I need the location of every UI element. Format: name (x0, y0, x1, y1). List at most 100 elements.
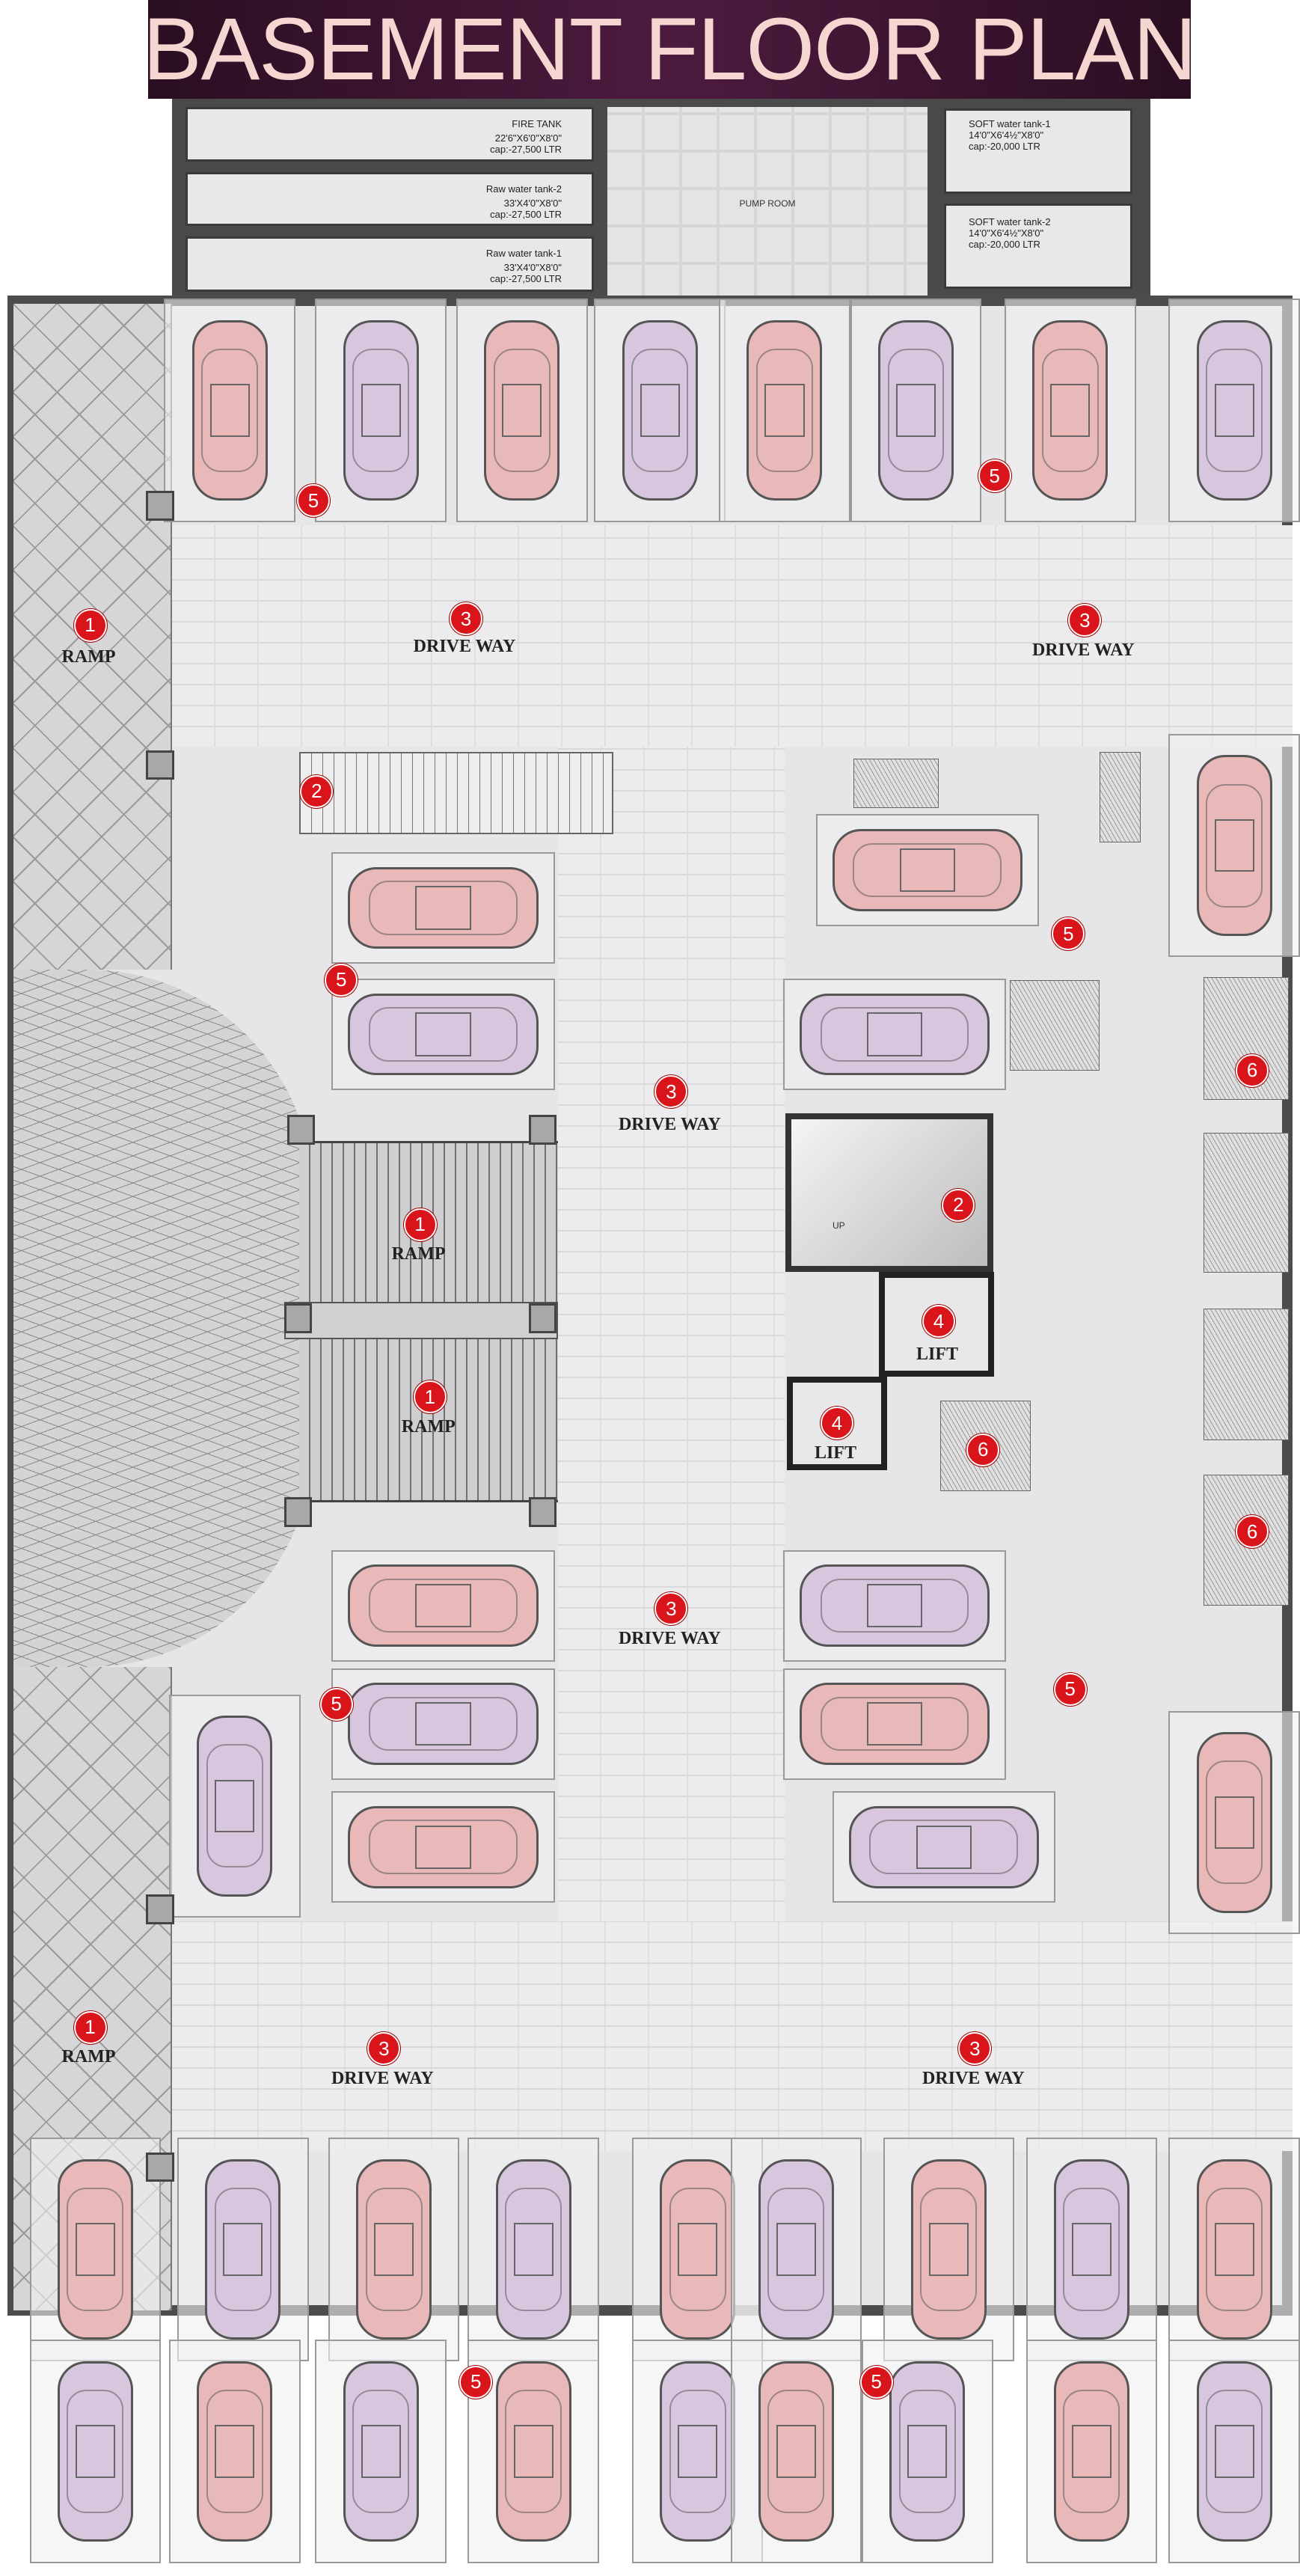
raw-water-tank-2: Raw water tank-2 33'X4'0"X8'0"cap:-27,500… (186, 172, 594, 226)
marker-1: 1 (403, 1208, 437, 1241)
hatch-area (1100, 752, 1141, 842)
car (848, 1805, 1040, 1888)
car (348, 993, 539, 1076)
car (799, 1683, 990, 1766)
column (146, 2152, 174, 2182)
column (283, 1497, 312, 1527)
car (495, 2159, 571, 2340)
pump-room-label: PUMP ROOM (739, 198, 796, 209)
marker-6: 6 (966, 1433, 1000, 1466)
marker-5: 5 (1052, 917, 1085, 951)
marker-5: 5 (319, 1687, 353, 1721)
marker-2: 2 (300, 774, 334, 808)
tank-name: Raw water tank-1 (485, 248, 562, 259)
car (57, 2159, 133, 2340)
car (758, 2159, 834, 2340)
car (1196, 2159, 1272, 2340)
left-staircase (299, 752, 613, 834)
hatch-area (1203, 1133, 1289, 1273)
page-title: BASEMENT FLOOR PLAN (142, 0, 1197, 99)
car (343, 2361, 419, 2542)
tank-capacity: cap:-20,000 LTR (969, 141, 1040, 152)
tank-capacity: cap:-27,500 LTR (490, 273, 562, 284)
marker-1: 1 (413, 1380, 447, 1414)
marker-label: DRIVE WAY (618, 1628, 721, 1648)
marker-3: 3 (654, 1592, 688, 1626)
car (205, 2159, 281, 2340)
car (758, 2361, 834, 2542)
column (528, 1497, 557, 1527)
car (832, 829, 1023, 911)
car (799, 993, 990, 1076)
driveway-top (172, 525, 1293, 747)
car (1196, 755, 1272, 936)
tank-capacity: cap:-27,500 LTR (490, 209, 562, 220)
car (348, 1805, 539, 1888)
marker-5: 5 (859, 2365, 893, 2399)
marker-label: LIFT (916, 1344, 959, 1365)
car (197, 1716, 273, 1897)
car (57, 2361, 133, 2542)
title-banner: BASEMENT FLOOR PLAN (143, 0, 1197, 99)
hatch-area (853, 758, 939, 808)
marker-label: DRIVE WAY (413, 637, 516, 657)
tank-name: SOFT water tank-2 (969, 216, 1051, 227)
column (146, 1894, 174, 1924)
column (146, 491, 174, 521)
car (197, 2361, 273, 2542)
tank-capacity: cap:-20,000 LTR (969, 239, 1040, 250)
car (191, 319, 268, 501)
marker-3: 3 (367, 2032, 401, 2066)
car (348, 1683, 539, 1766)
marker-6: 6 (1236, 1053, 1269, 1087)
marker-label: RAMP (401, 1416, 456, 1437)
tank-size: 33'X4'0"X8'0" (503, 198, 562, 209)
car (910, 2159, 987, 2340)
car (343, 319, 419, 501)
ramp-curved (13, 970, 313, 1667)
car (1032, 319, 1109, 501)
driveway-bottom (172, 1921, 1293, 2151)
marker-label: DRIVE WAY (1031, 640, 1135, 660)
marker-3: 3 (1068, 604, 1102, 637)
raw-water-tank-1: Raw water tank-1 33'X4'0"X8'0"cap:-27,500… (186, 236, 594, 292)
tank-size: 33'X4'0"X8'0" (503, 262, 562, 273)
tank-capacity: cap:-27,500 LTR (490, 144, 562, 155)
marker-label: DRIVE WAY (618, 1115, 721, 1135)
marker-label: RAMP (61, 646, 116, 667)
car (622, 319, 698, 501)
car (1053, 2159, 1129, 2340)
marker-6: 6 (1236, 1515, 1269, 1549)
car (1196, 319, 1272, 501)
hatch-area (1009, 980, 1100, 1071)
marker-3: 3 (450, 602, 483, 636)
column (528, 1303, 557, 1333)
car (495, 2361, 571, 2542)
marker-5: 5 (1053, 1672, 1087, 1706)
marker-5: 5 (325, 963, 358, 997)
stair-up-label: UP (833, 1220, 845, 1231)
lift-1 (879, 1272, 994, 1377)
marker-4: 4 (922, 1305, 956, 1339)
marker-label: LIFT (814, 1443, 856, 1463)
hatch-area (1203, 1308, 1289, 1440)
tank-name: Raw water tank-2 (485, 183, 562, 195)
ramp-divider (284, 1302, 558, 1339)
marker-3: 3 (654, 1075, 688, 1109)
column (283, 1303, 312, 1333)
car (799, 1564, 990, 1648)
car (1196, 2361, 1272, 2542)
car (356, 2159, 432, 2340)
car (1196, 1732, 1272, 1913)
marker-1: 1 (73, 2010, 107, 2044)
marker-5: 5 (978, 459, 1011, 493)
car (660, 2159, 736, 2340)
car (660, 2361, 736, 2542)
car (1053, 2361, 1129, 2542)
marker-4: 4 (820, 1407, 853, 1440)
marker-3: 3 (958, 2032, 992, 2066)
